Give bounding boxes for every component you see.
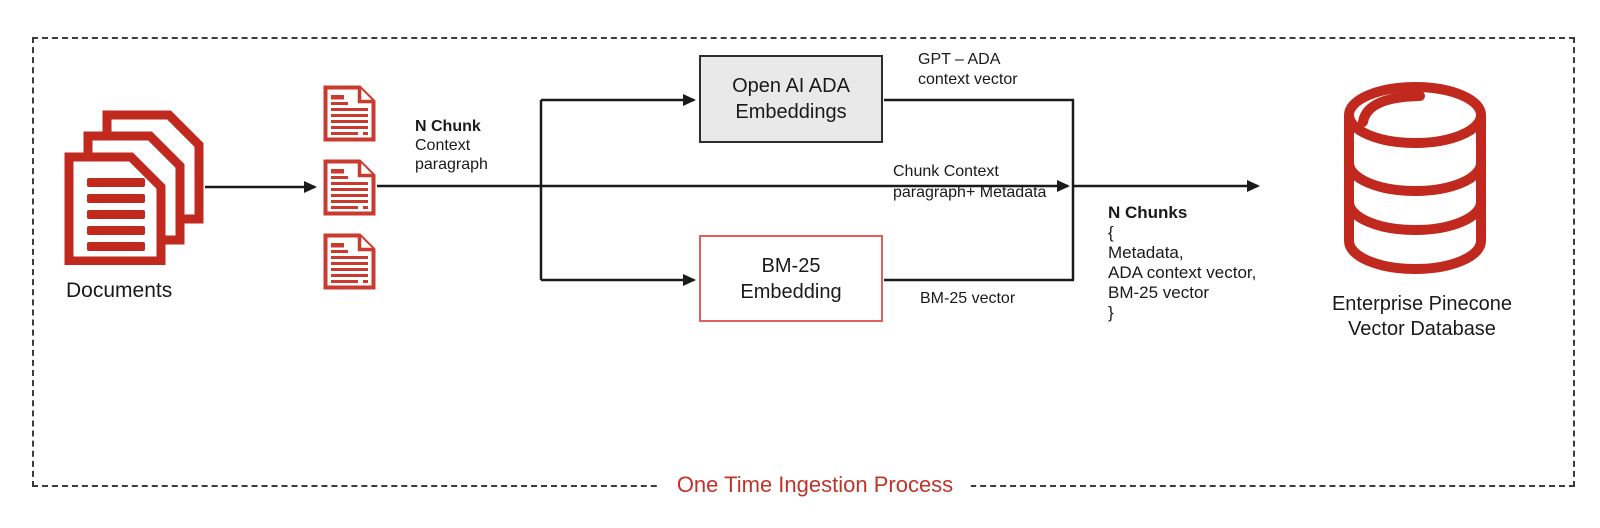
database-label-line1: Enterprise Pinecone bbox=[1331, 293, 1513, 315]
bm25-vector-label: BM-25 vector bbox=[920, 290, 1016, 307]
ada-box-line2: Embeddings bbox=[735, 101, 847, 123]
n-chunks-line: BM-25 vector bbox=[1108, 283, 1210, 302]
process-title: One Time Ingestion Process bbox=[658, 472, 972, 498]
database-label: Enterprise Pinecone Vector Database bbox=[1292, 292, 1552, 342]
openai-ada-embeddings-node: Open AI ADA Embeddings bbox=[699, 55, 883, 143]
n-chunks-line: ADA context vector, bbox=[1108, 263, 1257, 282]
bm25-embedding-node: BM-25 Embedding bbox=[699, 235, 883, 322]
chunk-context-metadata-label: Chunk Context paragraph+ Metadata bbox=[893, 161, 1046, 203]
ada-box-line1: Open AI ADA bbox=[732, 75, 850, 97]
bm25-box-line1: BM-25 bbox=[761, 254, 821, 277]
gpt-ada-label-line2: context vector bbox=[918, 71, 1018, 88]
database-cylinder-icon bbox=[1344, 82, 1486, 274]
n-chunks-line: } bbox=[1108, 303, 1114, 322]
document-icon bbox=[323, 85, 376, 142]
chunk-context-label-line1: Chunk Context bbox=[893, 163, 999, 180]
document-icon bbox=[323, 159, 376, 216]
gpt-ada-context-vector-label: GPT – ADA context vector bbox=[918, 50, 1018, 90]
database-label-line2: Vector Database bbox=[1348, 318, 1496, 340]
chunk-label-line2: Context bbox=[415, 137, 471, 154]
n-chunks-payload-label: N Chunks { Metadata, ADA context vector,… bbox=[1108, 203, 1256, 323]
document-icon bbox=[323, 233, 376, 290]
chunk-context-label-line2: paragraph+ Metadata bbox=[893, 184, 1047, 201]
n-chunks-title: N Chunks bbox=[1108, 203, 1188, 222]
bm25-box-line2: Embedding bbox=[740, 280, 842, 303]
chunk-label-line1: N Chunk bbox=[415, 118, 481, 135]
document-stack-icon bbox=[64, 110, 204, 265]
chunk-label-line3: paragraph bbox=[415, 156, 488, 173]
gpt-ada-label-line1: GPT – ADA bbox=[918, 51, 1001, 68]
n-chunks-line: Metadata, bbox=[1108, 243, 1184, 262]
documents-label: Documents bbox=[66, 279, 173, 302]
n-chunks-line: { bbox=[1108, 223, 1114, 242]
chunk-context-paragraph-label: N Chunk Context paragraph bbox=[415, 117, 488, 174]
